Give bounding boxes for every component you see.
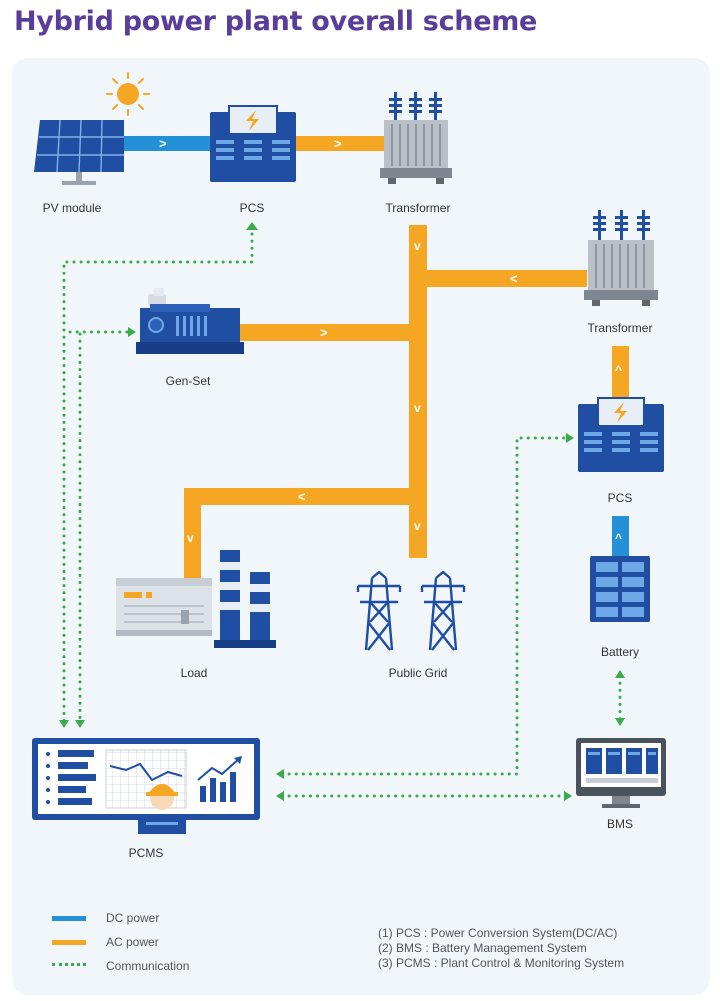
pcs-right-icon bbox=[578, 397, 664, 472]
legend-ac-label: AC power bbox=[106, 935, 159, 949]
svg-text:v: v bbox=[414, 401, 421, 415]
transformer-right-icon bbox=[584, 210, 658, 306]
page-title: Hybrid power plant overall scheme bbox=[14, 6, 538, 37]
public-grid-icon bbox=[356, 570, 466, 651]
pv-module-icon bbox=[34, 119, 124, 185]
communication-lines bbox=[62, 232, 622, 798]
legend-comm-swatch bbox=[52, 963, 86, 969]
legend-dc-label: DC power bbox=[106, 911, 160, 925]
ac-line-load: < v bbox=[184, 488, 409, 585]
svg-text:>: > bbox=[320, 325, 328, 340]
transformer-right-label: Transformer bbox=[588, 321, 653, 335]
legend-ac-power: AC power bbox=[52, 935, 159, 949]
load-label: Load bbox=[181, 666, 208, 680]
note-pcs: (1) PCS : Power Conversion System(DC/AC) bbox=[378, 926, 618, 940]
note-pcms: (3) PCMS : Plant Control & Monitoring Sy… bbox=[378, 956, 625, 970]
genset-label: Gen-Set bbox=[166, 374, 211, 388]
legend-dc-swatch bbox=[52, 915, 86, 921]
ac-line-pcs-transformer: > bbox=[296, 136, 388, 151]
svg-text:>: > bbox=[159, 136, 167, 151]
pcs-top-label: PCS bbox=[240, 201, 265, 215]
ac-bus-vertical: v v v bbox=[409, 225, 427, 558]
battery-icon bbox=[590, 556, 650, 622]
operator-icon bbox=[138, 784, 186, 834]
ac-line-transformer-pcs-right: ^ bbox=[612, 346, 629, 402]
pcms-icon bbox=[32, 738, 260, 834]
pcs-right-label: PCS bbox=[608, 491, 633, 505]
sun-icon bbox=[106, 72, 150, 116]
svg-text:<: < bbox=[298, 489, 306, 504]
svg-text:v: v bbox=[414, 519, 421, 533]
svg-text:>: > bbox=[334, 136, 342, 151]
load-icon bbox=[116, 550, 276, 648]
legend-dc-power: DC power bbox=[52, 911, 159, 925]
load-chimneys-icon bbox=[214, 550, 276, 648]
abbreviation-notes: (1) PCS : Power Conversion System(DC/AC)… bbox=[378, 926, 624, 971]
transformer-top-icon bbox=[380, 92, 452, 184]
bms-icon bbox=[576, 738, 666, 808]
svg-text:v: v bbox=[187, 531, 194, 545]
battery-label: Battery bbox=[601, 645, 639, 659]
communication-arrowheads bbox=[59, 222, 625, 801]
diagram-panel bbox=[12, 58, 710, 995]
svg-text:^: ^ bbox=[615, 363, 622, 377]
legend-communication: Communication bbox=[52, 959, 189, 973]
pv-module-label: PV module bbox=[43, 201, 102, 215]
legend-comm-label: Communication bbox=[106, 959, 190, 973]
svg-text:<: < bbox=[510, 271, 518, 286]
note-bms: (2) BMS : Battery Management System bbox=[378, 941, 587, 955]
public-grid-label: Public Grid bbox=[389, 666, 448, 680]
svg-text:v: v bbox=[414, 239, 421, 253]
legend-ac-swatch bbox=[52, 939, 86, 945]
ac-line-transformer-right: < bbox=[427, 270, 587, 287]
svg-text:^: ^ bbox=[615, 531, 622, 545]
dc-line-battery-pcs: ^ bbox=[612, 516, 629, 556]
dc-line-pv-pcs: > bbox=[122, 136, 212, 151]
bms-label: BMS bbox=[607, 817, 633, 831]
ac-line-genset: > bbox=[240, 324, 409, 341]
pcms-label: PCMS bbox=[129, 846, 164, 860]
pcs-top-icon bbox=[210, 105, 296, 182]
genset-icon bbox=[136, 288, 244, 354]
transformer-top-label: Transformer bbox=[386, 201, 451, 215]
